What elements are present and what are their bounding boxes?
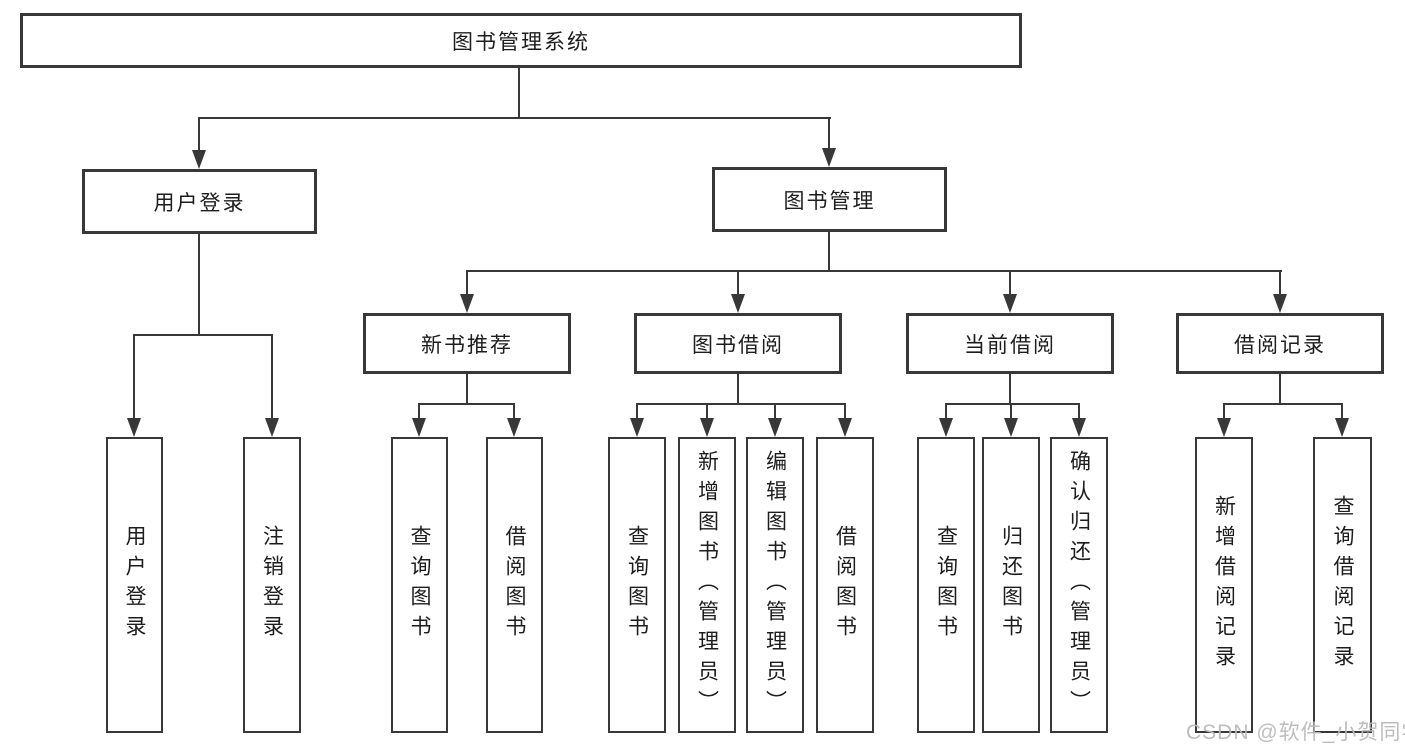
node-leaf-nb-borrow-books: 借阅图书 — [486, 437, 543, 733]
node-current-borrowing-label: 当前借阅 — [964, 333, 1056, 357]
connector-drop-current-borrowing — [1009, 270, 1011, 298]
connector-drop-borrowing-records — [1279, 270, 1281, 298]
connector-drop-nb-query — [418, 403, 420, 422]
node-leaf-nb-borrow-books-label: 借阅图书 — [503, 525, 526, 645]
connector-drop-bb-query — [636, 403, 638, 422]
node-leaf-bb-add-books-admin-label: 新增图书（管理员） — [695, 450, 719, 720]
node-leaf-bb-borrow-books: 借阅图书 — [816, 437, 874, 733]
node-book-borrowing: 图书借阅 — [634, 313, 842, 374]
connector-book-borrowing-branch — [636, 403, 846, 405]
arrowhead-down-icon — [265, 418, 279, 437]
arrowhead-down-icon — [838, 418, 852, 437]
node-new-book-recommend-label: 新书推荐 — [421, 333, 513, 357]
node-leaf-bb-query-books: 查询图书 — [608, 437, 666, 733]
arrowhead-down-icon — [1335, 418, 1349, 437]
connector-book-borrowing-stem — [737, 374, 739, 405]
node-leaf-cb-return-books-label: 归还图书 — [999, 525, 1023, 645]
connector-new-book-recommend-stem — [466, 374, 468, 405]
connector-drop-leaf-logout — [271, 334, 273, 422]
connector-drop-br-query — [1341, 403, 1343, 422]
node-leaf-logout-login: 注销登录 — [243, 437, 301, 733]
connector-current-borrowing-branch — [945, 403, 1080, 405]
node-leaf-cb-confirm-return-admin-label: 确认归还（管理员） — [1067, 450, 1091, 720]
arrowhead-down-icon — [630, 418, 644, 437]
connector-borrowing-records-branch — [1223, 403, 1343, 405]
connector-drop-bb-borrow — [844, 403, 846, 422]
node-current-borrowing: 当前借阅 — [906, 313, 1114, 374]
arrowhead-down-icon — [1004, 418, 1018, 437]
node-leaf-nb-query-books: 查询图书 — [391, 437, 448, 733]
node-leaf-bb-edit-books-admin: 编辑图书（管理员） — [746, 437, 804, 733]
arrowhead-down-icon — [1217, 418, 1231, 437]
connector-book-management-stem — [828, 232, 830, 272]
arrowhead-down-icon — [1273, 294, 1287, 313]
connector-current-borrowing-stem — [1009, 374, 1011, 405]
node-book-management-label: 图书管理 — [783, 189, 876, 213]
node-leaf-bb-edit-books-admin-label: 编辑图书（管理员） — [763, 450, 787, 720]
node-root-label: 图书管理系统 — [452, 30, 590, 54]
connector-drop-book-management — [828, 117, 830, 151]
node-leaf-bb-add-books-admin: 新增图书（管理员） — [678, 437, 736, 733]
node-borrowing-records: 借阅记录 — [1176, 313, 1384, 374]
arrowhead-down-icon — [768, 418, 782, 437]
connector-drop-cb-return — [1010, 403, 1012, 422]
connector-root-branch — [198, 117, 831, 119]
node-leaf-user-login: 用户登录 — [106, 437, 163, 733]
arrowhead-down-icon — [127, 418, 141, 437]
arrowhead-down-icon — [412, 418, 426, 437]
arrowhead-down-icon — [192, 150, 206, 169]
connector-drop-nb-borrow — [513, 403, 515, 422]
node-leaf-cb-return-books: 归还图书 — [982, 437, 1040, 733]
connector-drop-new-book-recommend — [466, 270, 468, 298]
node-leaf-cb-query-books: 查询图书 — [917, 437, 975, 733]
connector-drop-user-login-branch — [198, 117, 200, 153]
arrowhead-down-icon — [700, 418, 714, 437]
node-leaf-cb-query-books-label: 查询图书 — [934, 525, 958, 645]
connector-root-stem — [518, 66, 520, 119]
node-book-management: 图书管理 — [712, 167, 947, 232]
connector-drop-cb-confirm — [1078, 403, 1080, 422]
arrowhead-down-icon — [1072, 418, 1086, 437]
arrowhead-down-icon — [1003, 294, 1017, 313]
node-leaf-logout-login-label: 注销登录 — [260, 525, 284, 645]
connector-user-login-stem — [198, 234, 200, 336]
connector-drop-br-add — [1223, 403, 1225, 422]
node-leaf-br-add-record: 新增借阅记录 — [1195, 437, 1253, 733]
arrowhead-down-icon — [507, 418, 521, 437]
node-leaf-bb-query-books-label: 查询图书 — [625, 525, 649, 645]
node-book-borrowing-label: 图书借阅 — [692, 333, 784, 357]
node-user-login-branch: 用户登录 — [82, 169, 317, 234]
node-user-login-branch-label: 用户登录 — [153, 191, 246, 215]
node-leaf-br-query-record: 查询借阅记录 — [1313, 437, 1372, 733]
arrowhead-down-icon — [460, 294, 474, 313]
node-leaf-bb-borrow-books-label: 借阅图书 — [833, 525, 857, 645]
connector-drop-cb-query — [945, 403, 947, 422]
arrowhead-down-icon — [731, 294, 745, 313]
node-leaf-br-query-record-label: 查询借阅记录 — [1331, 495, 1354, 675]
node-leaf-br-add-record-label: 新增借阅记录 — [1212, 495, 1236, 675]
node-leaf-nb-query-books-label: 查询图书 — [408, 525, 431, 645]
node-new-book-recommend: 新书推荐 — [363, 313, 571, 374]
connector-book-management-branch — [466, 270, 1282, 272]
node-leaf-user-login-label: 用户登录 — [123, 525, 146, 645]
connector-user-login-branch — [133, 334, 273, 336]
connector-drop-bb-edit — [774, 403, 776, 422]
arrowhead-down-icon — [822, 148, 836, 167]
node-leaf-cb-confirm-return-admin: 确认归还（管理员） — [1050, 437, 1108, 733]
connector-drop-leaf-user-login — [133, 334, 135, 422]
connector-borrowing-records-stem — [1279, 374, 1281, 405]
node-root: 图书管理系统 — [20, 13, 1022, 68]
node-borrowing-records-label: 借阅记录 — [1234, 333, 1326, 357]
connector-drop-book-borrowing — [737, 270, 739, 298]
arrowhead-down-icon — [939, 418, 953, 437]
connector-new-book-recommend-branch — [418, 403, 515, 405]
connector-drop-bb-add — [706, 403, 708, 422]
